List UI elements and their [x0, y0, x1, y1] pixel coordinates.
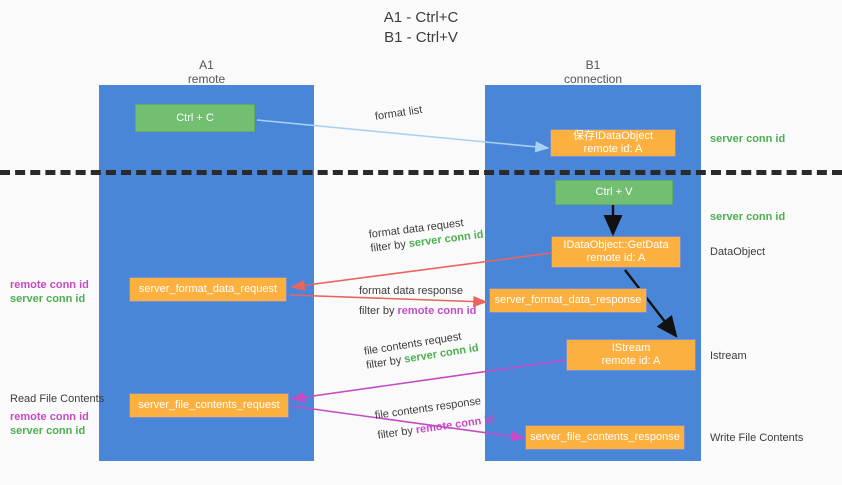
node-istream-line1: IStream: [611, 342, 651, 354]
node-ctrl-c[interactable]: Ctrl + C: [135, 104, 255, 132]
left-label-server-conn-id-1: server conn id: [10, 293, 86, 305]
edge-label-format-list-text: format list: [374, 103, 424, 123]
column-b1-sub: connection: [563, 72, 623, 86]
column-b1-name: B1: [585, 58, 601, 72]
left-label-remote-conn-id-2: remote conn id: [10, 411, 89, 423]
node-server-format-data-request-label: server_format_data_request: [138, 283, 278, 295]
left-label-remote-conn-id-1: remote conn id: [10, 279, 89, 291]
title-line-2: B1 - Ctrl+V: [384, 29, 458, 46]
edge-format-data-request-filter-prefix: filter by: [369, 238, 410, 255]
edge-label-format-list: format list: [374, 103, 423, 124]
edge-format-data-response-filter-value: remote conn id: [397, 305, 477, 317]
title-line-1: A1 - Ctrl+C: [383, 9, 459, 26]
node-server-format-data-response-label: server_format_data_response: [494, 294, 642, 306]
node-getdata-line2: remote id: A: [586, 252, 646, 264]
right-label-write-file-contents: Write File Contents: [710, 432, 804, 444]
node-server-file-contents-response-label: server_file_contents_response: [530, 431, 680, 443]
edge-label-file-contents-response: file contents response filter by remote …: [374, 393, 495, 443]
left-label-server-conn-id-2: server conn id: [10, 425, 86, 437]
node-ctrl-v[interactable]: Ctrl + V: [555, 180, 673, 205]
node-save-idataobject[interactable]: 保存IDataObject remote id: A: [550, 129, 676, 157]
node-save-idataobject-line1: 保存IDataObject: [572, 130, 654, 142]
edge-label-format-data-request: format data request filter by server con…: [368, 214, 484, 256]
edge-label-format-data-response: format data response filter by remote co…: [359, 284, 476, 318]
node-server-file-contents-request[interactable]: server_file_contents_request: [129, 393, 289, 418]
right-label-server-conn-id-top: server conn id: [710, 133, 786, 145]
column-header-a1: A1 remote: [99, 58, 314, 86]
column-a1-sub: remote: [187, 72, 226, 86]
node-ctrl-v-label: Ctrl + V: [595, 186, 633, 198]
node-server-file-contents-response[interactable]: server_file_contents_response: [525, 425, 685, 450]
edge-format-data-response-line1: format data response: [359, 285, 463, 297]
node-istream[interactable]: IStream remote id: A: [566, 339, 696, 371]
node-getdata-line1: IDataObject::GetData: [563, 239, 669, 251]
node-idataobject-getdata[interactable]: IDataObject::GetData remote id: A: [551, 236, 681, 268]
right-label-server-conn-id-mid: server conn id: [710, 211, 786, 223]
node-server-format-data-response[interactable]: server_format_data_response: [489, 288, 647, 313]
edge-file-contents-response-filter-value: remote conn id: [415, 413, 495, 437]
column-a1-name: A1: [199, 58, 214, 72]
left-label-read-file-contents: Read File Contents: [10, 393, 105, 405]
right-label-istream: Istream: [710, 350, 747, 362]
right-label-dataobject: DataObject: [710, 246, 766, 258]
node-istream-line2: remote id: A: [601, 355, 661, 367]
edge-file-contents-response-filter-prefix: filter by: [376, 424, 417, 442]
column-header-b1: B1 connection: [485, 58, 701, 86]
node-ctrl-c-label: Ctrl + C: [176, 111, 214, 124]
phase-separator: [0, 170, 842, 175]
node-server-format-data-request[interactable]: server_format_data_request: [129, 277, 287, 302]
edge-label-file-contents-request: file contents request filter by server c…: [363, 327, 480, 372]
node-save-idataobject-line2: remote id: A: [583, 143, 643, 155]
node-server-file-contents-request-label: server_file_contents_request: [138, 399, 280, 411]
page-title: A1 - Ctrl+C B1 - Ctrl+V: [0, 8, 842, 48]
edge-format-data-response-filter-prefix: filter by: [359, 305, 398, 317]
